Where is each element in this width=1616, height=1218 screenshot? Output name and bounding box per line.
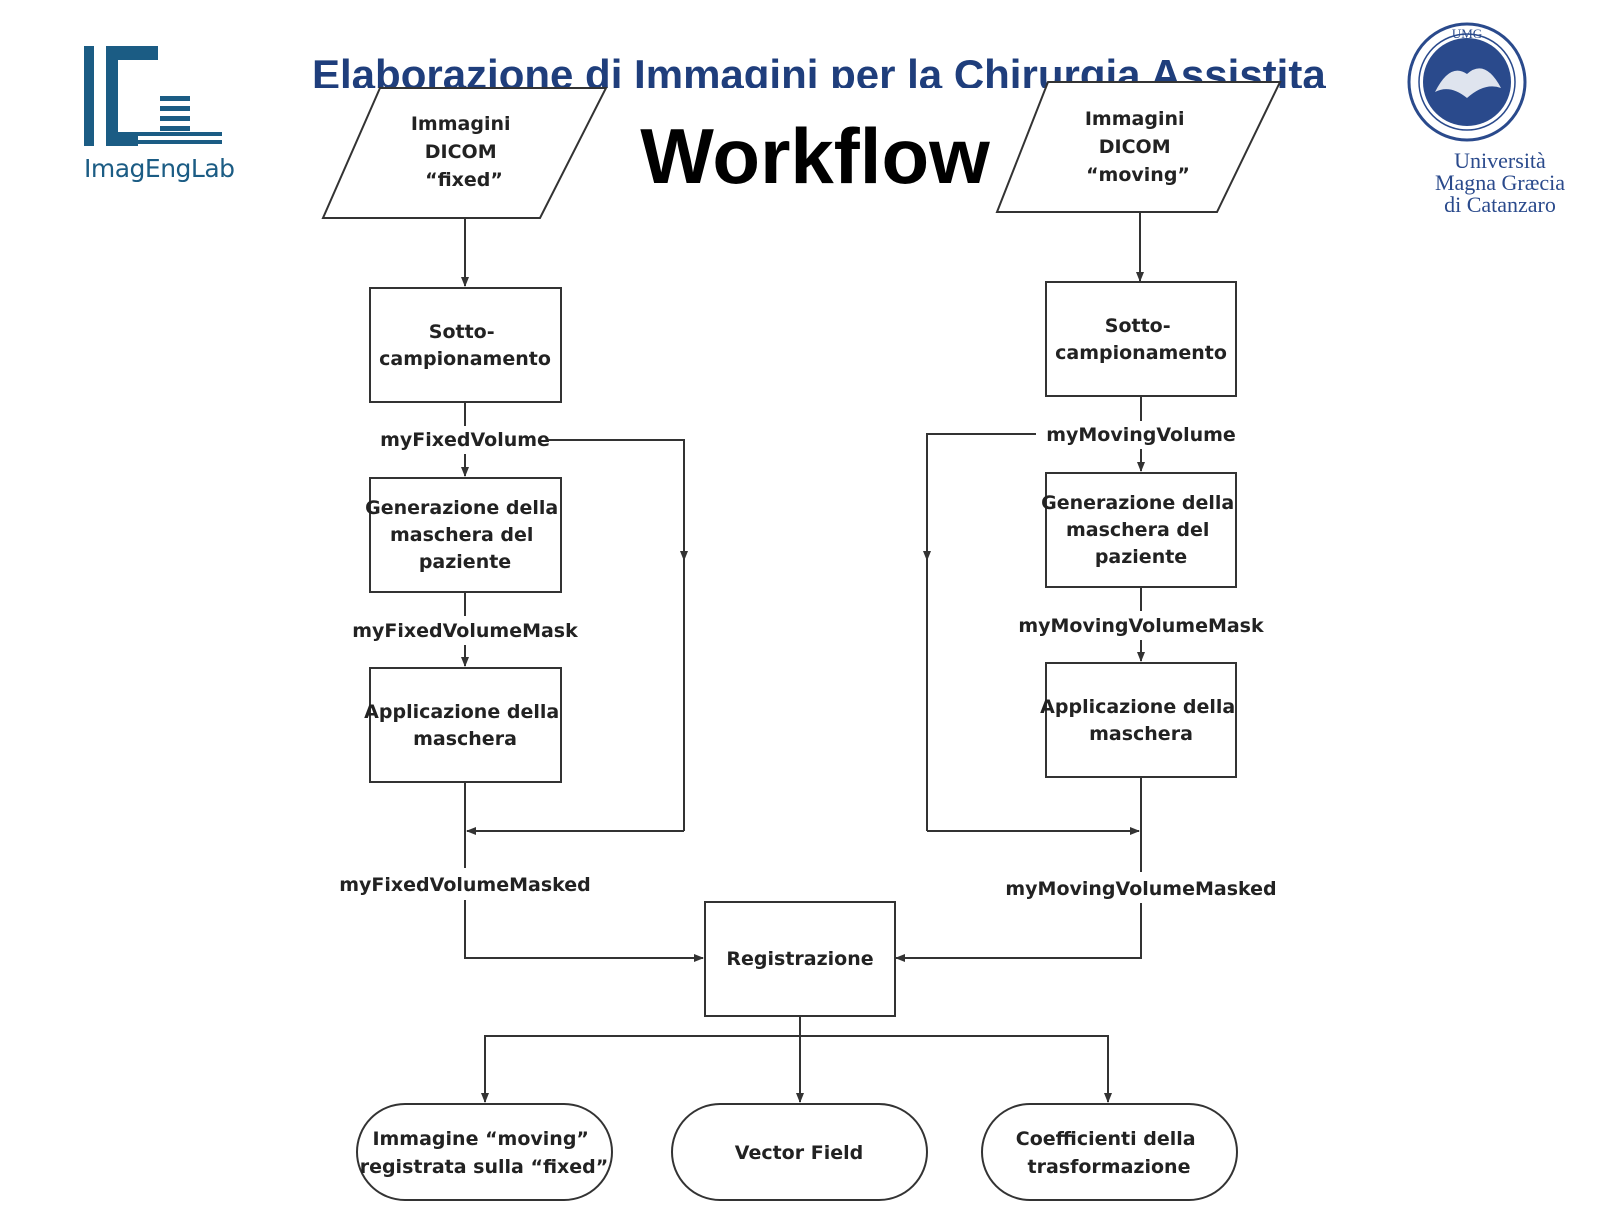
imagenglab-logo-text: ImagEngLab [84, 154, 235, 183]
right-mask-label: myMovingVolumeMask [1018, 615, 1264, 637]
university-name-line-3: di Catanzaro [1444, 192, 1556, 217]
imagenglab-logo-icon [84, 46, 222, 146]
right-maskgen-text: Generazione della maschera del paziente [1041, 492, 1241, 568]
edge-left-volume-bypass [548, 439, 688, 561]
registered-image-node [356, 1103, 613, 1201]
edge-right-volume-bypass [923, 433, 1036, 561]
vector-field-node [671, 1103, 928, 1201]
imagenglab-logo: ImagEngLab [84, 46, 235, 186]
right-input-text: Immagini DICOM “moving” [1085, 108, 1191, 186]
right-apply-text: Applicazione della maschera [1040, 696, 1242, 745]
university-name-line-2: Magna Græcia [1434, 170, 1566, 195]
seal-text: UMG [1452, 26, 1482, 41]
right-maskgen-node [1045, 472, 1237, 588]
vector-field-text: Vector Field [735, 1142, 863, 1164]
umg-logo: UMG [1405, 22, 1595, 222]
university-name: Università Magna Græcia di Catanzaro [1405, 150, 1595, 216]
left-maskgen-text: Generazione della maschera del paziente [365, 497, 565, 573]
umg-seal-icon: UMG [1407, 22, 1527, 142]
right-volume-label: myMovingVolume [1046, 424, 1236, 446]
left-input-text: Immagini DICOM “fixed” [411, 113, 517, 191]
left-subsample-text: Sotto- campionamento [379, 321, 551, 370]
right-apply-node [1045, 662, 1237, 778]
right-input-node [995, 81, 1282, 213]
edge-right-masked-to-registration [895, 903, 1142, 962]
registration-text: Registrazione [726, 948, 873, 970]
transform-coeffs-text: Coefficienti della trasformazione [1016, 1128, 1202, 1178]
university-name-line-1: Università [1454, 148, 1546, 173]
left-masked-label: myFixedVolumeMasked [339, 874, 591, 896]
left-input-node [321, 87, 608, 219]
right-subsample-text: Sotto- campionamento [1055, 315, 1227, 364]
registration-node [704, 901, 896, 1017]
left-mask-label: myFixedVolumeMask [352, 620, 578, 642]
edge-output-branch [484, 1035, 1109, 1102]
right-subsample-node [1045, 281, 1237, 397]
slide-title: Workflow [640, 112, 990, 200]
registered-image-text: Immagine “moving” registrata sulla “fixe… [360, 1128, 609, 1178]
left-apply-node [369, 667, 562, 783]
transform-coeffs-node [981, 1103, 1238, 1201]
left-maskgen-node [369, 477, 562, 593]
left-apply-text: Applicazione della maschera [364, 701, 566, 750]
left-volume-label: myFixedVolume [380, 429, 550, 451]
edge-left-masked-to-registration [464, 900, 704, 962]
left-subsample-node [369, 287, 562, 403]
right-masked-label: myMovingVolumeMasked [1005, 878, 1276, 900]
